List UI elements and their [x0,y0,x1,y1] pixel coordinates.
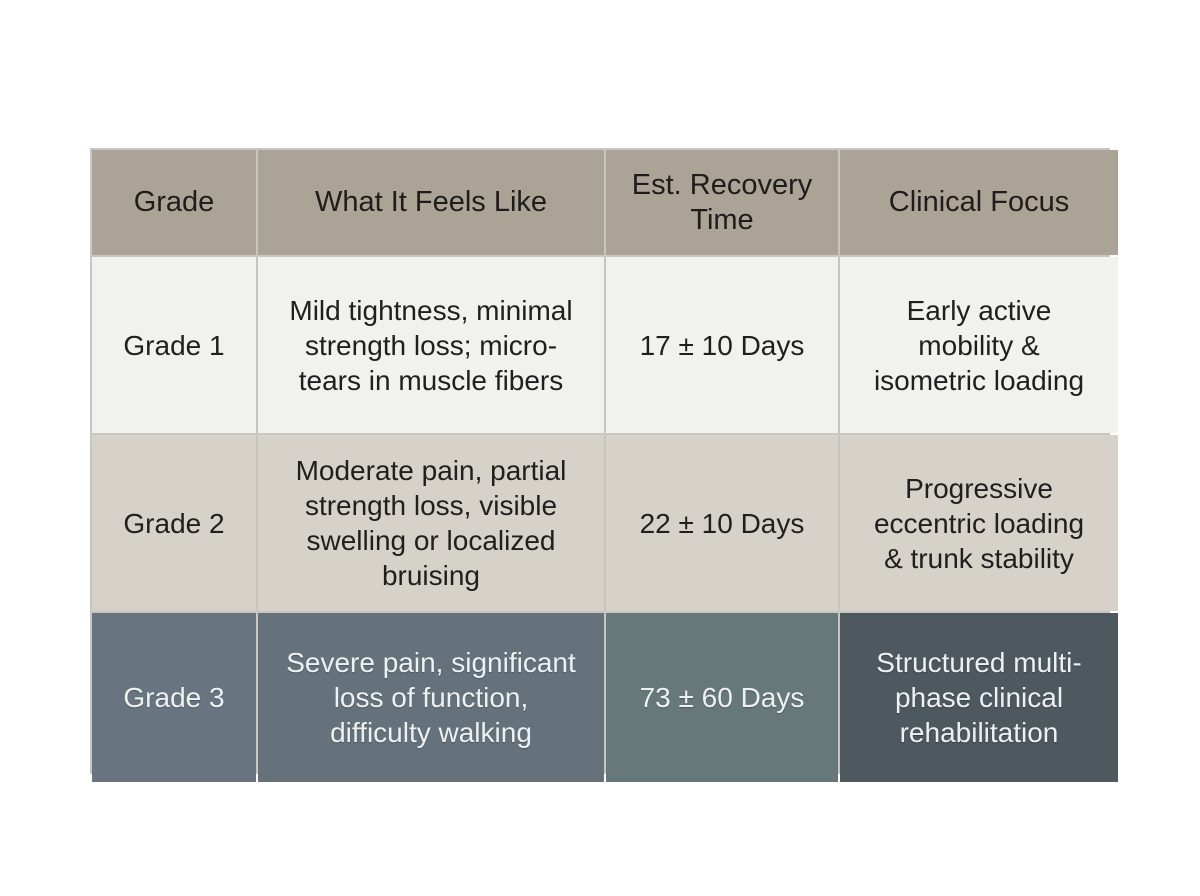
grade-2-focus-text: Progressive eccentric loading & trunk st… [873,472,1085,574]
table-row-1-grade: Grade 1 [92,257,256,433]
grade-3-focus-text: Structured multi- phase clinical rehabil… [876,647,1082,748]
table-row-1-recovery: 17 ± 10 Days [606,257,838,433]
header-what-it-feels-like: What It Feels Like [258,150,604,255]
grade-2-feels-text: Moderate pain, partial strength loss, vi… [295,455,567,591]
muscle-strain-grade-table: Grade What It Feels Like Est. Recovery T… [90,148,1118,782]
header-recovery-label: Est. Recovery Time [631,168,813,236]
header-feels-label: What It Feels Like [314,186,548,218]
grade-2-label: Grade 2 [123,507,225,539]
table-row-2-recovery: 22 ± 10 Days [606,435,838,611]
header-grade: Grade [92,150,256,255]
table-row-3-focus: Structured multi- phase clinical rehabil… [840,613,1118,782]
grade-1-recovery-text: 17 ± 10 Days [639,329,805,361]
header-grade-label: Grade [133,186,215,218]
table-row-2-feels: Moderate pain, partial strength loss, vi… [258,435,604,611]
table-row-3-feels: Severe pain, significant loss of functio… [258,613,604,782]
grade-3-recovery-text: 73 ± 60 Days [639,682,805,713]
grade-1-feels-text: Mild tightness, minimal strength loss; m… [289,294,573,396]
header-focus-label: Clinical Focus [888,186,1070,218]
table-row-1-focus: Early active mobility & isometric loadin… [840,257,1118,433]
table-row-3-grade: Grade 3 [92,613,256,782]
table-row-3-recovery: 73 ± 60 Days [606,613,838,782]
table-row-2-grade: Grade 2 [92,435,256,611]
table-row-1-feels: Mild tightness, minimal strength loss; m… [258,257,604,433]
grade-3-feels-text: Severe pain, significant loss of functio… [286,647,576,748]
table-row-2-focus: Progressive eccentric loading & trunk st… [840,435,1118,611]
grade-1-label: Grade 1 [123,329,225,361]
grade-3-label: Grade 3 [123,682,225,713]
grade-2-recovery-text: 22 ± 10 Days [639,507,805,539]
header-clinical-focus: Clinical Focus [840,150,1118,255]
grade-1-focus-text: Early active mobility & isometric loadin… [873,294,1085,396]
header-recovery-time: Est. Recovery Time [606,150,838,255]
